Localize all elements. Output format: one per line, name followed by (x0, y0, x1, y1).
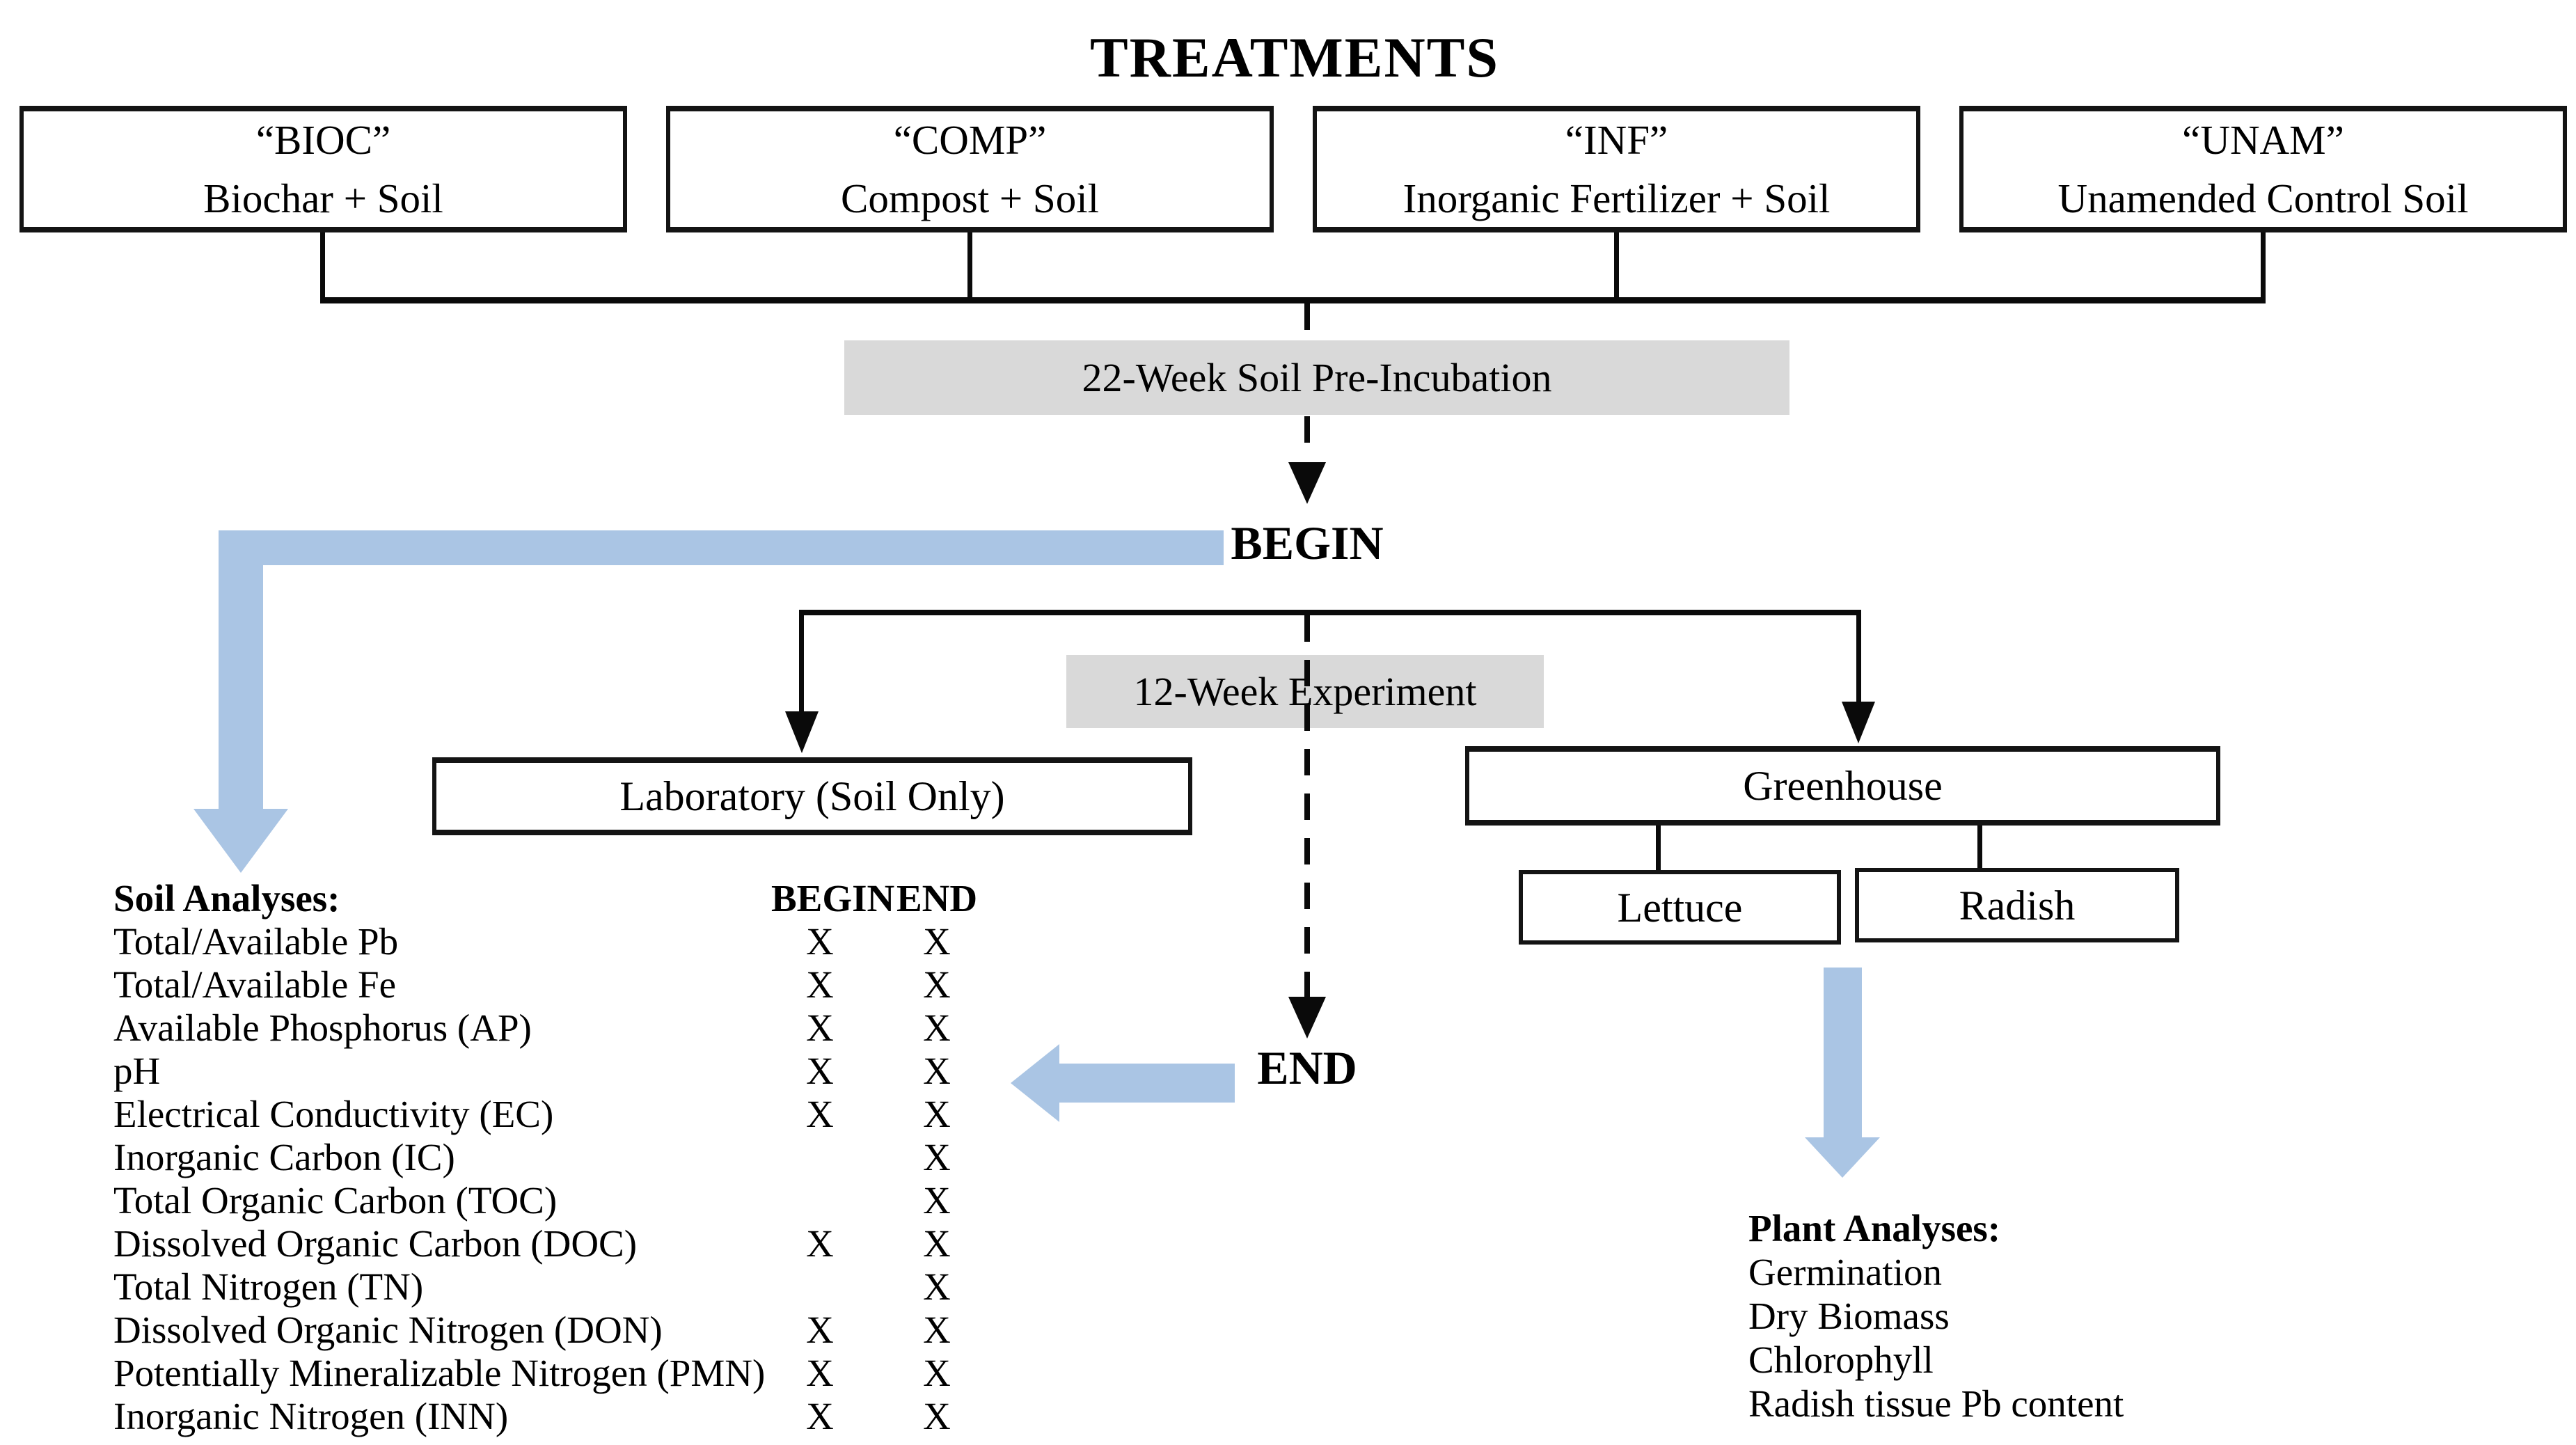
begin-arrow-horizontal (219, 530, 1224, 565)
soil-analyses-table: Soil Analyses: BEGIN END Total/Available… (113, 877, 1123, 1438)
plant-arrowhead-icon (1805, 1137, 1880, 1178)
radish-label: Radish (1959, 882, 2076, 929)
table-row: Total Nitrogen (TN) X (113, 1265, 951, 1308)
table-row: Total/Available Pb X X (113, 920, 951, 963)
page-title: TREATMENTS (1089, 26, 1500, 89)
soil-analyses-header-row: Soil Analyses: BEGIN END (113, 877, 1123, 920)
plant-analyses-heading: Plant Analyses: (1748, 1207, 2001, 1249)
treatments-connector-line (320, 297, 2266, 303)
table-row: Dissolved Organic Nitrogen (DON) X X (113, 1309, 951, 1351)
treatment-code: “BIOC” (255, 117, 391, 163)
treatment-box-inf: “INF” Inorganic Fertilizer + Soil (1313, 106, 1920, 232)
list-item: Chlorophyll (1748, 1339, 1934, 1381)
greenhouse-label: Greenhouse (1743, 763, 1943, 809)
table-row: Inorganic Nitrogen (INN) X X (113, 1395, 951, 1437)
greenhouse-box: Greenhouse (1465, 746, 2220, 826)
begin-arrow-vertical (219, 530, 263, 809)
branch-line (799, 610, 1861, 615)
begin-arrowhead-icon (193, 809, 288, 873)
laboratory-branch-line (799, 610, 804, 711)
radish-box: Radish (1855, 868, 2179, 942)
dashed-line (1304, 303, 1310, 341)
arrowhead-down-icon (785, 711, 819, 753)
treatment-desc: Compost + Soil (841, 175, 1099, 221)
list-item: Dry Biomass (1748, 1295, 1950, 1337)
treatment-box-comp: “COMP” Compost + Soil (666, 106, 1274, 232)
pre-incubation-box: 22-Week Soil Pre-Incubation (844, 340, 1789, 415)
treatment-box-bioc: “BIOC” Biochar + Soil (19, 106, 627, 232)
connector-stub (2261, 232, 2266, 299)
treatment-box-unam: “UNAM” Unamended Control Soil (1959, 106, 2567, 232)
connector-stub (320, 232, 325, 299)
table-row: Total/Available Fe X X (113, 963, 951, 1006)
treatment-desc: Inorganic Fertilizer + Soil (1402, 175, 1831, 221)
plant-arrow-shaft (1824, 968, 1862, 1139)
table-row: Electrical Conductivity (EC) X X (113, 1093, 951, 1135)
treatment-code: “COMP” (893, 117, 1047, 163)
arrowhead-down-icon (1288, 997, 1326, 1039)
lettuce-label: Lettuce (1617, 884, 1743, 931)
end-arrow-shaft (1059, 1064, 1235, 1103)
end-label: END (1257, 1041, 1357, 1094)
laboratory-label: Laboratory (Soil Only) (619, 773, 1005, 819)
connector-stub (1614, 232, 1619, 299)
arrowhead-down-icon (1842, 702, 1875, 743)
table-row: Total Organic Carbon (TOC) X (113, 1179, 951, 1222)
treatment-desc: Biochar + Soil (203, 175, 443, 221)
dashed-line (1304, 615, 1310, 997)
column-header-begin: BEGIN (771, 877, 895, 919)
greenhouse-branch-line (1856, 610, 1861, 702)
connector-stub (967, 232, 972, 299)
radish-stub (1977, 821, 1982, 868)
lettuce-stub (1656, 823, 1661, 870)
table-row: Potentially Mineralizable Nitrogen (PMN)… (113, 1352, 951, 1394)
dashed-line (1304, 416, 1310, 461)
list-item: Germination (1748, 1251, 1942, 1293)
table-row: Dissolved Organic Carbon (DOC) X X (113, 1222, 951, 1265)
table-row: Inorganic Carbon (IC) X (113, 1136, 951, 1178)
column-header-end: END (896, 877, 978, 919)
laboratory-box: Laboratory (Soil Only) (432, 757, 1192, 835)
list-item: Radish tissue Pb content (1748, 1382, 2124, 1425)
treatments-row: “BIOC” Biochar + Soil “COMP” Compost + S… (19, 106, 2567, 232)
end-arrowhead-icon (1011, 1044, 1059, 1122)
treatment-desc: Unamended Control Soil (2057, 175, 2469, 221)
plant-analyses-list: Plant Analyses: Germination Dry Biomass … (1748, 1206, 2124, 1426)
treatment-code: “INF” (1565, 117, 1668, 163)
lettuce-box: Lettuce (1519, 870, 1841, 945)
arrowhead-down-icon (1288, 462, 1326, 504)
pre-incubation-label: 22-Week Soil Pre-Incubation (1082, 355, 1552, 400)
soil-analyses-heading: Soil Analyses: (113, 877, 340, 919)
table-row: pH X X (113, 1050, 951, 1092)
treatment-code: “UNAM” (2182, 117, 2344, 163)
begin-label: BEGIN (1231, 516, 1384, 569)
table-row: Available Phosphorus (AP) X X (113, 1006, 951, 1049)
